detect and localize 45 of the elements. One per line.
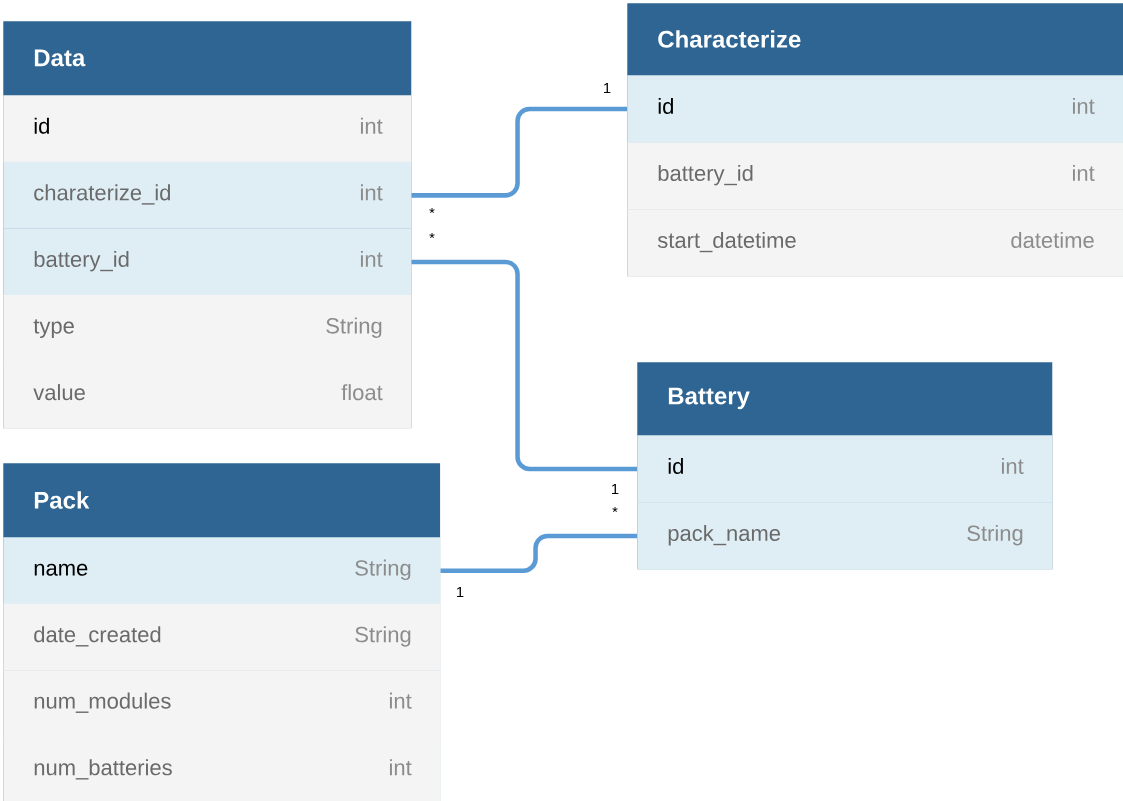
node-label: battery_id (34, 250, 129, 272)
table-row: value float (3, 361, 412, 429)
node-label: date_created (34, 626, 161, 647)
cardinality-label: 1 (604, 82, 611, 94)
node-label: charaterize_id (34, 184, 171, 205)
table-row: pack_name String (637, 502, 1053, 570)
relationship-line (411, 106, 627, 198)
node-label: float (341, 384, 383, 401)
node-label: pack_name (668, 524, 781, 546)
node-label: id (668, 457, 683, 475)
table-row: name String (3, 537, 441, 605)
node-label: num_modules (34, 692, 171, 713)
node-label: int (360, 184, 383, 201)
cardinality-label: * (429, 232, 435, 239)
relationship-line (411, 259, 637, 472)
cardinality-label: * (612, 506, 618, 513)
table-row: type String (3, 295, 412, 363)
cardinality-label: 1 (457, 586, 464, 598)
node-label: int (1072, 164, 1095, 182)
node-label: datetime (1011, 231, 1094, 249)
table-row: id int (627, 75, 1123, 143)
table-row: num_batteries int (3, 736, 441, 801)
node-label: String (326, 317, 382, 338)
table-row: charaterize_id int (3, 161, 412, 229)
node-label: battery_id (658, 164, 753, 186)
node-label: String (355, 626, 411, 647)
node-label: int (389, 692, 412, 709)
node-label: int (1001, 457, 1024, 475)
node-label: start_datetime (657, 231, 796, 253)
table-row: id int (3, 95, 412, 163)
table-row: battery_id int (3, 228, 412, 296)
table-row: num_modules int (3, 670, 441, 738)
table-row: date_created String (3, 603, 441, 671)
node-label: value (33, 384, 85, 401)
node-label: int (360, 250, 383, 268)
table-row: battery_id int (627, 142, 1123, 210)
node-label: int (389, 759, 412, 776)
table-row: id int (637, 435, 1053, 503)
node-label: String (967, 524, 1023, 546)
cardinality-label: 1 (612, 483, 619, 495)
table-row: start_datetime datetime (627, 209, 1123, 277)
relationship-line (440, 533, 637, 573)
cardinality-label: * (429, 207, 435, 214)
node-label: type (33, 319, 74, 338)
node-label: num_batteries (34, 759, 172, 780)
